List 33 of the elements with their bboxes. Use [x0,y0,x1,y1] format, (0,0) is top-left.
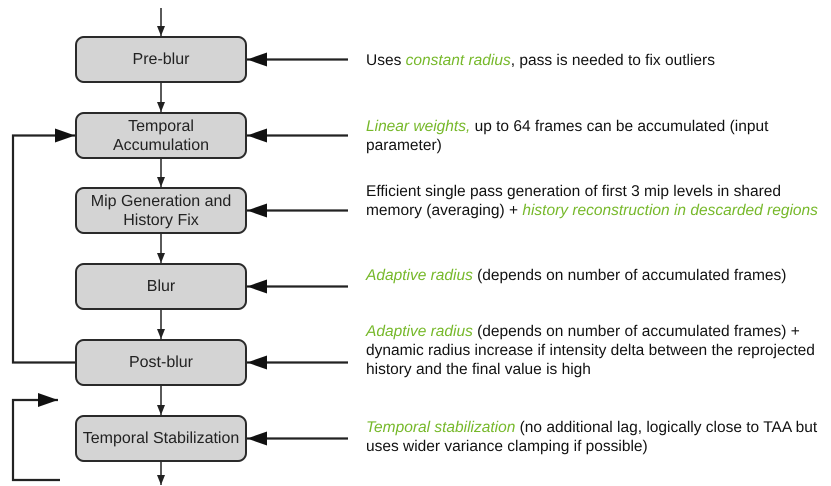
step-label: Temporal Accumulation [112,116,210,154]
arrow [157,8,165,36]
process-box [75,415,247,462]
description-text: Temporal stabilization (no additional lag, logically close to TAA but uses wider variance clamping if possible) [366,418,818,456]
arrow [247,280,348,294]
process-box [75,263,247,310]
step-label: Mip Generation and History Fix [90,192,232,230]
step-label: Blur [146,277,176,296]
arrow [157,386,165,415]
arrow [157,462,165,485]
arrow [157,159,165,187]
step-label: Pre-blur [132,50,190,69]
arrow [247,432,348,446]
arrow [12,393,60,482]
arrow [247,356,348,370]
description-text: Adaptive radius (depends on number of accumulated frames) [366,266,788,285]
description-text: Uses constant radius, pass is needed to fix outliers [366,51,716,70]
arrow [157,310,165,339]
arrow [157,83,165,112]
process-box [75,36,247,83]
arrow [12,128,75,364]
process-box [75,339,247,386]
process-box [75,112,247,159]
description-text: Linear weights, up to 64 frames can be accumulated (input parameter) [366,117,770,155]
process-box [75,187,247,234]
step-label: Temporal Stabilization [82,429,240,448]
arrow [247,204,348,218]
arrow [157,234,165,263]
arrow [247,128,348,142]
description-text: Adaptive radius (depends on number of accumulated frames) + dynamic radius increase if intensity delta between the reprojected history and the final value is high [366,322,816,379]
arrow [247,52,348,66]
description-text: Efficient single pass generation of first 3 mip levels in shared memory (averaging) + history reconstruction in descarded regions [366,182,819,220]
step-label: Post-blur [128,353,194,372]
